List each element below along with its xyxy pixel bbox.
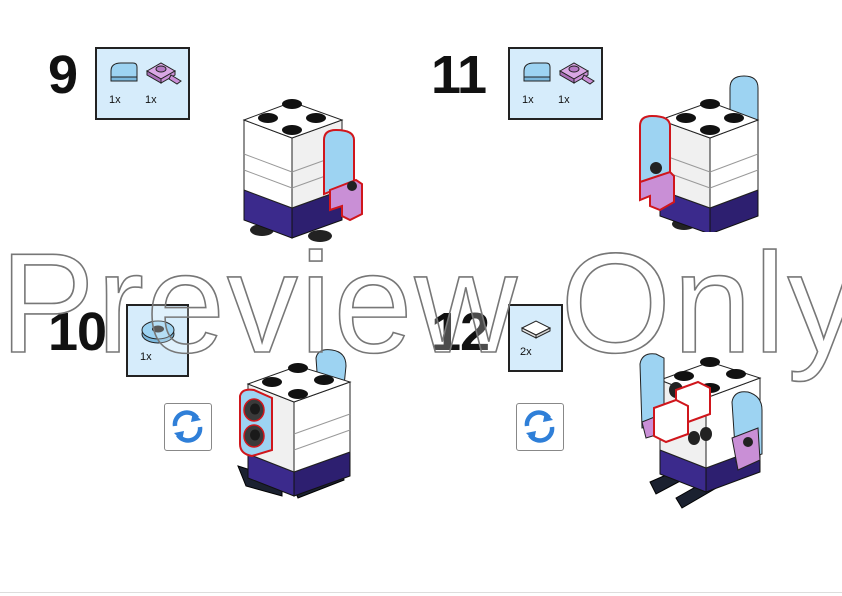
part-qty: 1x — [558, 94, 570, 106]
rotate-icon — [524, 410, 555, 443]
build-model-step-10 — [237, 349, 352, 499]
step-number-11: 11 — [431, 45, 487, 105]
rotate-model-button[interactable] — [516, 403, 564, 451]
rotate-icon — [172, 410, 203, 443]
lavender-clip-plate-icon — [145, 62, 182, 85]
parts-list-step-12: 2x — [508, 304, 563, 372]
part-qty: 2x — [520, 346, 532, 358]
part-qty: 1x — [522, 94, 534, 106]
parts-list-step-11: 1x 1x — [508, 47, 603, 120]
step-number-10: 10 — [48, 302, 107, 362]
build-model-step-9 — [242, 99, 363, 242]
parts-list-step-10: 1x — [126, 304, 189, 377]
light-blue-round-plate-icon — [141, 320, 175, 344]
part-qty: 1x — [140, 351, 152, 363]
light-blue-round-tile-icon — [110, 62, 138, 82]
build-model-step-12 — [639, 353, 763, 509]
light-blue-round-tile-icon — [523, 62, 551, 82]
build-model-step-11 — [639, 75, 760, 232]
lavender-clip-plate-icon — [558, 62, 595, 85]
white-tile-icon — [520, 320, 552, 339]
step-number-12: 12 — [431, 302, 490, 362]
parts-list-step-9: 1x 1x — [95, 47, 190, 120]
step-number-9: 9 — [48, 45, 78, 105]
part-qty: 1x — [145, 94, 157, 106]
page-bottom-divider — [0, 592, 842, 593]
rotate-model-button[interactable] — [164, 403, 212, 451]
part-qty: 1x — [109, 94, 121, 106]
